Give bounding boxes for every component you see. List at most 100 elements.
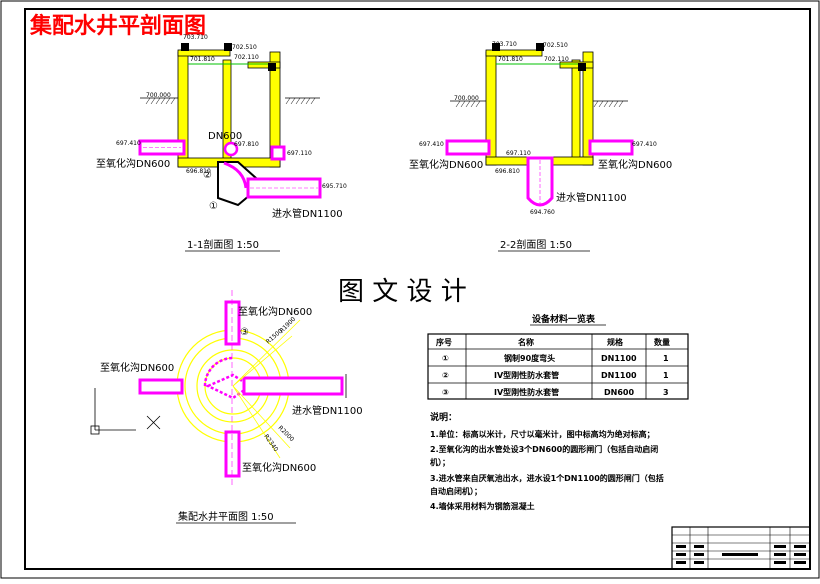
manhole-left	[181, 43, 189, 51]
elev-mid-2: 697.110	[506, 150, 531, 157]
label-inlet-pipe-2: 进水管DN1100	[556, 191, 627, 204]
top-slab-right-2	[559, 61, 594, 69]
elev-ground-2: 700.000	[454, 95, 479, 102]
plan-pipe-inlet	[242, 376, 344, 396]
table-cell-r2-spec: DN1100	[601, 371, 637, 380]
bell-mouth	[223, 141, 239, 157]
dim-r4: R2340	[262, 433, 279, 453]
notes-heading: 说明：	[430, 411, 457, 423]
table-grid	[428, 334, 688, 399]
elev-bottom-2: 694.760	[530, 209, 555, 216]
table-header-qty: 数量	[654, 337, 670, 347]
table-cell-r1-qty: 1	[663, 354, 669, 363]
label-left-pipe: 至氧化沟DN600	[96, 157, 170, 170]
top-slab-right	[247, 61, 281, 69]
marker-2: ②	[203, 170, 212, 181]
elev-top-a-2: 703.710	[492, 41, 517, 48]
dim-r3: R2000	[277, 424, 296, 443]
elev-left-pipe-top: 697.410	[116, 140, 141, 147]
table-cell-r2-name: IV型刚性防水套管	[494, 370, 559, 380]
elev-inner-b-2: 702.110	[544, 56, 569, 63]
plan-view: R1900 R1500 R2000 R2340 至氧化沟DN600 ③ 至氧化沟…	[90, 290, 363, 524]
plan-dim-rays	[232, 319, 301, 459]
elev-inner-a: 701.810	[190, 56, 215, 63]
plan-marker-3: ③	[240, 327, 249, 338]
table-header-index: 序号	[436, 337, 452, 347]
inner-wall-2	[571, 59, 581, 161]
material-table: 设备材料一览表 序号 名称 规格 数量 ① 钢制90度弯头 DN1100 1 ②…	[427, 313, 689, 400]
marker-1: ①	[209, 201, 218, 212]
notes-block: 说明： 1.单位：标高以米计，尺寸以毫米计，图中标高均为绝对标高； 2.至氧化沟…	[430, 411, 664, 511]
plan-label-bottom: 至氧化沟DN600	[242, 461, 316, 474]
table-cell-r3-spec: DN600	[604, 388, 634, 397]
notes-line-1: 1.单位：标高以米计，尺寸以毫米计，图中标高均为绝对标高；	[430, 429, 655, 440]
center-title: 图 文 设 计	[338, 277, 467, 307]
label-inlet-pipe: 进水管DN1100	[272, 207, 343, 220]
table-cell-r3-name: IV型刚性防水套管	[494, 387, 559, 397]
elev-top-b-2: 702.510	[543, 42, 568, 49]
table-cell-r1-name: 钢制90度弯头	[504, 353, 555, 363]
elev-right-pipe-2: 697.410	[632, 141, 657, 148]
manhole-mid	[224, 43, 232, 51]
plan-elbow-dashed	[203, 356, 234, 387]
elev-inner-a-2: 701.810	[498, 56, 523, 63]
notes-line-3: 机）；	[430, 457, 450, 468]
table-title: 设备材料一览表	[532, 313, 596, 325]
ground-hatch-left	[145, 97, 176, 105]
elev-right-mid: 697.110	[287, 150, 312, 157]
notes-line-2: 2.至氧化沟的出水管处设3个DN600的圆形闸门（包括自动启闭	[430, 444, 658, 454]
elev-inner-b: 702.110	[234, 54, 259, 61]
ground-hatch-right-2	[593, 100, 624, 108]
right-outlet-pipe-2	[588, 139, 634, 156]
plan-label-top: 至氧化沟DN600	[238, 305, 312, 318]
table-border	[427, 333, 689, 400]
table-cell-r2-index: ②	[442, 371, 449, 380]
manhole-right-2	[578, 63, 586, 71]
manhole-left-2	[492, 43, 500, 51]
elev-left-pipe-bottom: 696.810	[186, 168, 211, 175]
section-1-1: 703.710 702.510 701.810 702.110 700.000 …	[96, 34, 347, 252]
section-2-2: 703.710 702.510 701.810 702.110 700.000 …	[409, 41, 672, 252]
elev-inlet: 695.710	[322, 183, 347, 190]
drawing-title: 集配水井平剖面图	[29, 13, 206, 39]
table-cell-r3-index: ③	[442, 388, 449, 397]
table-cell-r1-index: ①	[442, 354, 449, 363]
notes-line-6: 4.墙体采用材料为钢筋混凝土	[430, 501, 535, 511]
label-right-pipe-2: 至氧化沟DN600	[598, 158, 672, 171]
table-cell-r1-spec: DN1100	[601, 354, 637, 363]
elev-top-a: 703.710	[183, 34, 208, 41]
inner-frame	[24, 8, 811, 570]
plan-label-inlet: 进水管DN1100	[292, 404, 363, 417]
manhole-right	[268, 63, 276, 71]
elbow-pipe	[223, 161, 248, 189]
caption-plan: 集配水井平面图 1:50	[178, 510, 274, 523]
caption-section-1: 1-1剖面图 1:50	[187, 238, 259, 251]
dim-r2: R1500	[265, 328, 285, 346]
manhole-mid-2	[536, 43, 544, 51]
table-cell-r3-qty: 3	[663, 388, 669, 397]
ground-hatch-right	[285, 97, 316, 105]
plan-pipe-left	[138, 378, 184, 395]
elev-top-b: 702.510	[232, 44, 257, 51]
elev-ground: 700.000	[146, 92, 171, 99]
top-slab-left-2	[485, 49, 543, 57]
plan-pipe-top	[224, 300, 241, 346]
plan-label-left: 至氧化沟DN600	[100, 361, 174, 374]
ucs-origin	[90, 425, 100, 435]
caption-section-2: 2-2剖面图 1:50	[500, 238, 572, 251]
left-outlet-pipe-2	[445, 139, 491, 156]
table-header-spec: 规格	[607, 337, 624, 347]
label-left-pipe-2: 至氧化沟DN600	[409, 158, 483, 171]
elev-bell-top: 697.810	[234, 141, 259, 148]
top-slab-left	[177, 49, 231, 57]
table-header-name: 名称	[518, 337, 534, 347]
table-cell-r2-qty: 1	[663, 371, 669, 380]
notes-line-4: 3.进水管来自厌氧池出水，进水设1个DN1100的圆形闸门（包括	[430, 473, 664, 483]
title-block	[671, 526, 811, 570]
elev-left-pipe-bottom-2: 696.810	[495, 168, 520, 175]
right-short-pipe	[270, 145, 286, 161]
notes-line-5: 自动启闭机）；	[430, 486, 482, 497]
